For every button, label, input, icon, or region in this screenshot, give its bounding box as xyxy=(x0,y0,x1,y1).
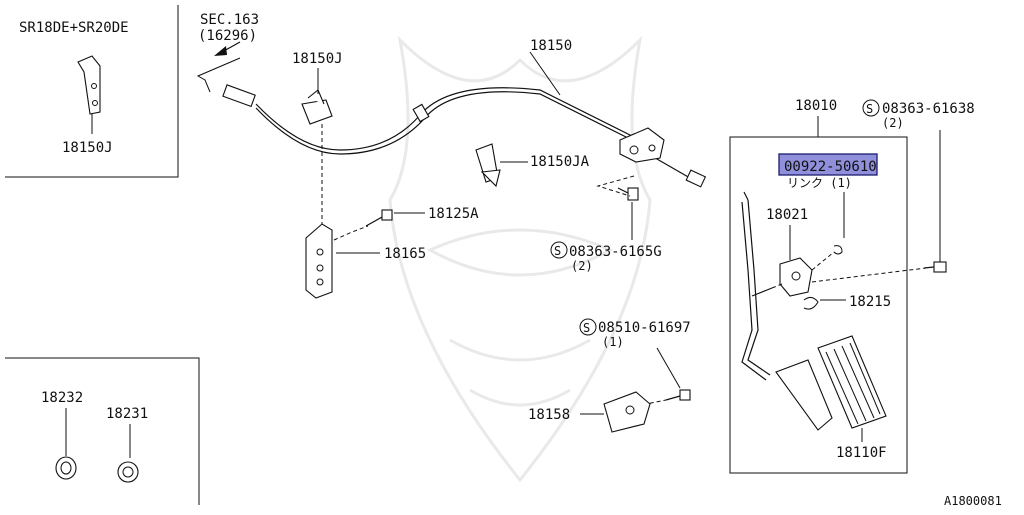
part-label-18232[interactable]: 18232 xyxy=(41,390,83,406)
qty-08510-61697: (1) xyxy=(602,335,624,349)
part-label-18231[interactable]: 18231 xyxy=(106,406,148,422)
part-note-00922: リンク (1) xyxy=(787,176,852,190)
screw-symbol-icon xyxy=(550,241,568,259)
arrow-icon xyxy=(214,41,241,56)
screw-symbol-icon xyxy=(862,99,880,117)
screw-symbol-text: S xyxy=(554,244,561,258)
part-label-18158[interactable]: 18158 xyxy=(528,407,570,423)
bracket-18165 xyxy=(305,223,333,299)
bolt-18125A xyxy=(365,209,393,227)
grommet-18232 xyxy=(55,456,77,480)
section-ref-number: (16296) xyxy=(198,28,257,44)
engine-variant-label: SR18DE+SR20DE xyxy=(19,20,129,36)
bolt-08363-61638 xyxy=(923,261,947,273)
cable-leader-line xyxy=(196,57,241,93)
part-label-18150J-inset[interactable]: 18150J xyxy=(62,140,113,156)
screw-symbol-text: S xyxy=(866,102,873,116)
inset-frame-bottom-left xyxy=(5,357,200,505)
part-label-08363-61638[interactable]: 08363-61638 xyxy=(882,101,975,117)
accelerator-cable-18150 xyxy=(222,84,707,188)
part-label-18215[interactable]: 18215 xyxy=(849,294,891,310)
diagram-code: A1800081 xyxy=(944,494,1002,508)
part-label-18125A[interactable]: 18125A xyxy=(428,206,479,222)
pedal-pad-18110F xyxy=(817,335,887,429)
highlight-box xyxy=(778,153,878,176)
qty-08363-6165G: (2) xyxy=(571,259,593,273)
inset-frame-top-left xyxy=(5,5,179,178)
qty-08363-61638: (2) xyxy=(882,116,904,130)
part-label-08363-6165G[interactable]: 08363-6165G xyxy=(569,244,662,260)
clip-18150J xyxy=(301,89,333,125)
pedal-pivot xyxy=(779,257,813,297)
section-ref-label[interactable]: SEC.163 xyxy=(200,12,259,28)
part-label-18110F[interactable]: 18110F xyxy=(836,445,887,461)
part-label-00922-50610[interactable]: 00922-50610 xyxy=(784,159,877,175)
stopper-18158 xyxy=(603,391,651,433)
screw-symbol-text: S xyxy=(583,321,590,335)
pedal-foot xyxy=(775,359,833,431)
spring-18215 xyxy=(803,296,819,310)
clip-18150JA xyxy=(475,143,501,188)
cable-bracket xyxy=(619,127,665,163)
part-label-18010[interactable]: 18010 xyxy=(795,98,837,114)
part-label-18150[interactable]: 18150 xyxy=(530,38,572,54)
part-label-08510-61697[interactable]: 08510-61697 xyxy=(598,320,691,336)
bolt-08510-61697 xyxy=(665,389,691,401)
link-clip xyxy=(833,245,843,255)
screw-08363-6165G xyxy=(617,187,639,201)
part-label-18150J[interactable]: 18150J xyxy=(292,51,343,67)
part-label-18150JA[interactable]: 18150JA xyxy=(530,154,590,170)
grommet-18231 xyxy=(117,461,139,483)
part-label-18021[interactable]: 18021 xyxy=(766,207,808,223)
bracket-18150J-inset xyxy=(77,55,101,115)
part-label-18165[interactable]: 18165 xyxy=(384,246,426,262)
screw-symbol-icon xyxy=(579,318,597,336)
pedal-arm xyxy=(741,191,771,381)
